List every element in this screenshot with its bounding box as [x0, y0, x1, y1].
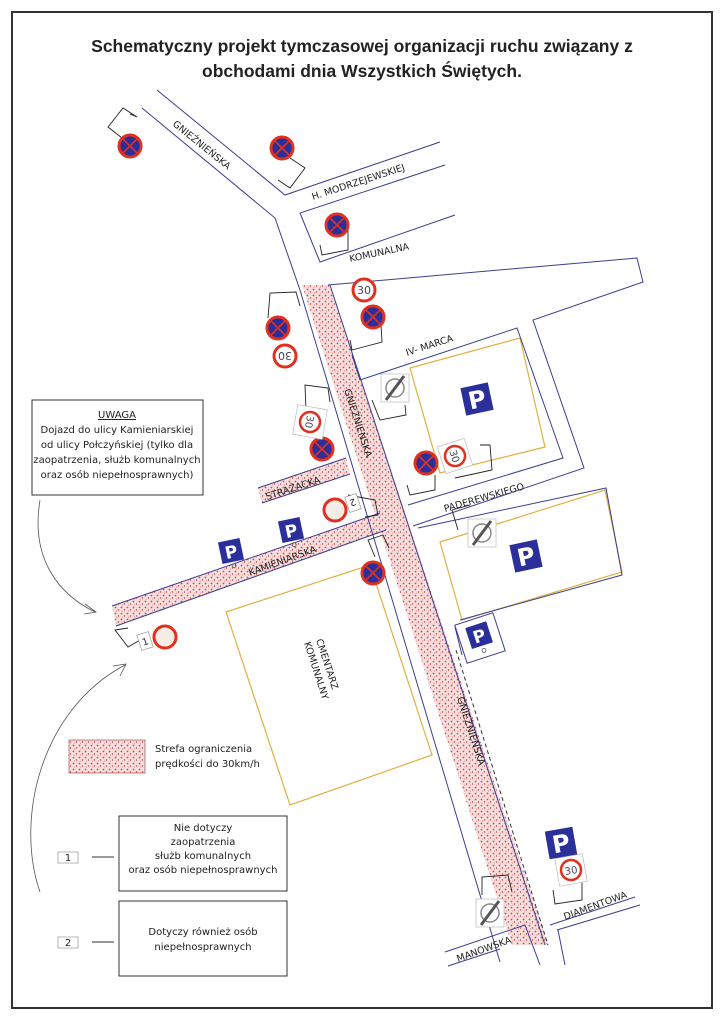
no-entry-sign-icon: [322, 497, 348, 523]
end-of-zone-sign-icon: [466, 517, 498, 549]
disabled-parking-sign-icon: P: [217, 537, 245, 569]
svg-text:P: P: [515, 541, 538, 572]
disabled-parking-sign-icon: P: [277, 516, 305, 548]
title-line-2: obchodami dnia Wszystkich Świętych.: [202, 60, 522, 81]
svg-text:Dotyczy również osób: Dotyczy również osób: [148, 926, 257, 938]
no-stopping-sign-icon: [117, 133, 143, 159]
parking-lot-1: [409, 337, 546, 474]
svg-text:od ulicy Połczyńskiej (tylko d: od ulicy Połczyńskiej (tylko dla: [41, 439, 193, 451]
svg-text:P: P: [223, 542, 239, 564]
svg-text:30: 30: [278, 349, 292, 362]
speed-limit-30-sign: 30: [272, 343, 298, 369]
notice-box: UWAGA Dojazd do ulicy Kamieniarskiej od …: [31, 399, 204, 496]
svg-text:30: 30: [302, 415, 315, 429]
title-line-1: Schematyczny projekt tymczasowej organiz…: [91, 36, 633, 56]
street-label-iv-marca: IV- MARCA: [405, 333, 456, 359]
svg-text:oraz osób niepełnosprawnych): oraz osób niepełnosprawnych): [41, 469, 194, 481]
plate-2: 2: [344, 493, 362, 513]
parking-lot-2: [439, 489, 623, 621]
svg-text:P: P: [471, 626, 489, 649]
no-stopping-sign-icon: [269, 135, 295, 161]
street-label-komunalna: KOMUNALNA: [348, 241, 410, 265]
parking-signs: P P P P P P: [217, 382, 578, 860]
page-frame: [11, 11, 713, 1009]
parking-sign-icon: P: [460, 382, 494, 416]
direction-arrows: [107, 107, 583, 905]
speed-limit-30-sign: 30: [436, 437, 474, 475]
svg-text:Strefa ograniczenia: Strefa ograniczenia: [155, 744, 252, 755]
parking-sign-icon: P: [509, 539, 543, 573]
notice-pointer-arrow: [37, 499, 96, 613]
no-stopping-sign-icon: [360, 304, 386, 330]
legend: Strefa ograniczenia prędkości do 30km/h …: [57, 739, 288, 977]
no-stopping-sign-icon: [324, 212, 350, 238]
svg-text:niepełnosprawnych: niepełnosprawnych: [154, 942, 251, 953]
svg-text:1: 1: [141, 636, 150, 648]
speed-limit-30-sign: 30: [554, 853, 588, 887]
disabled-parking-sign-icon: P: [454, 612, 506, 664]
no-entry-sign-icon: [152, 624, 178, 650]
svg-text:1: 1: [65, 853, 71, 864]
no-stopping-sign-icon: [360, 560, 386, 586]
street-label-diamentowa: DIAMENTOWA: [562, 890, 629, 923]
speed-limit-30-sign: 30: [292, 404, 328, 440]
svg-text:zaopatrzenia, służb komunalnyc: zaopatrzenia, służb komunalnych: [33, 455, 200, 466]
notice-pointer-arrow: [30, 664, 126, 893]
no-stopping-sign-icon: [265, 315, 291, 341]
no-stopping-sign-icon: [413, 450, 439, 476]
svg-text:Nie dotyczy: Nie dotyczy: [174, 823, 233, 834]
svg-text:P: P: [550, 829, 572, 860]
road-network: [111, 89, 644, 967]
speed-limit-30-sign: 30: [351, 277, 377, 303]
notice-heading: UWAGA: [98, 410, 136, 421]
svg-text:30: 30: [446, 449, 460, 465]
svg-text:oraz osób niepełnosprawnych: oraz osób niepełnosprawnych: [129, 864, 278, 876]
svg-text:służb komunalnych: służb komunalnych: [155, 851, 251, 862]
svg-text:Dojazd do ulicy Kamieniarskiej: Dojazd do ulicy Kamieniarskiej: [41, 425, 194, 436]
end-of-zone-sign-icon: [474, 897, 506, 929]
speed-zone-kamieniarska: [112, 513, 386, 626]
svg-text:2: 2: [65, 938, 71, 949]
svg-text:prędkości do 30km/h: prędkości do 30km/h: [155, 758, 260, 770]
end-of-zone-sign-icon: [379, 372, 411, 404]
speed-zone-strazacka: [258, 458, 350, 503]
cemetery-area: [225, 564, 433, 806]
svg-text:P: P: [466, 384, 489, 415]
svg-text:30: 30: [564, 865, 578, 878]
speed-zone-main-street: [302, 285, 548, 945]
parking-sign-icon: P: [544, 826, 578, 860]
no-stopping-sign-icon: [309, 436, 335, 462]
svg-text:P: P: [283, 521, 299, 543]
legend-zone-swatch: [68, 739, 146, 774]
svg-text:zaopatrzenia: zaopatrzenia: [171, 837, 236, 848]
svg-text:2: 2: [348, 495, 357, 507]
street-label-paderewskiego: PADEREWSKIEGO: [443, 481, 526, 514]
svg-text:30: 30: [357, 284, 371, 297]
plate-1: 1: [136, 631, 154, 651]
